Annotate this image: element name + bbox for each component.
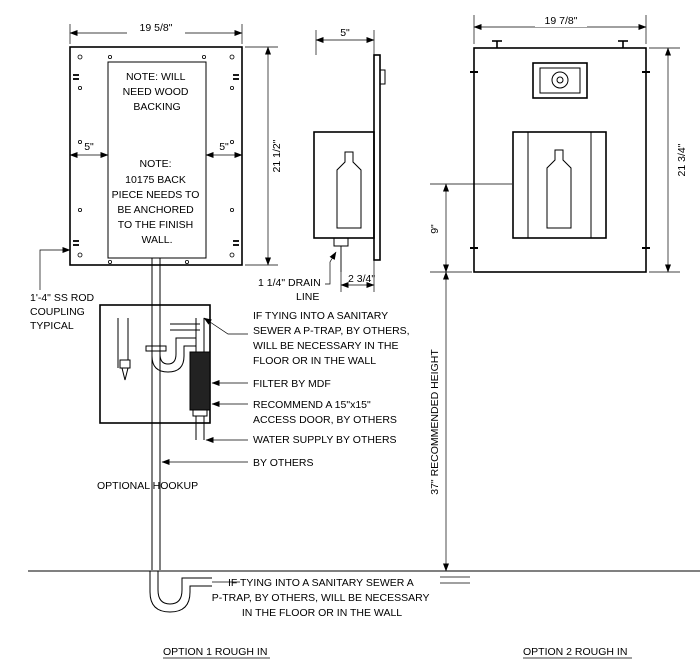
option2-height-dimension: 21 3/4": [676, 143, 688, 176]
optional-hookup-label: OPTIONAL HOOKUP: [97, 480, 198, 492]
back-piece: [107, 61, 207, 259]
by-others-callout: BY OTHERS: [253, 457, 314, 469]
filter-callout: FILTER BY MDF: [253, 378, 331, 390]
side-bottle-icon: [336, 151, 362, 229]
rod-coupling-callout: 1'-4" SS ROD COUPLING TYPICAL: [30, 247, 97, 332]
bubbler-housing: [532, 62, 588, 99]
floor-section: IF TYING INTO A SANITARY SEWER A P-TRAP,…: [28, 570, 700, 619]
drain-line-callout: 1 1/4" DRAIN LINE: [258, 277, 324, 303]
side-depth-dimension: 5": [340, 27, 350, 39]
side-enclosure: [313, 131, 375, 239]
recommended-height-dimension: 37" RECOMMENDED HEIGHT: [429, 349, 441, 495]
optional-hookup: IF TYING INTO A SANITARY SEWER A P-TRAP,…: [97, 258, 413, 570]
front-view: 19 5/8" 5" 5" NOTE: WILL NEED WOOD BACKI…: [69, 21, 283, 266]
access-door-callout: RECOMMEND A 15"x15" ACCESS DOOR, BY OTHE…: [253, 399, 397, 426]
ptrap-lower-callout: IF TYING INTO A SANITARY SEWER A P-TRAP,…: [212, 577, 433, 619]
svg-text:1'-4" SS ROD COUPLING: 1'-4" SS ROD COUPLING TYPICAL: [30, 292, 97, 332]
filter-cartridge: [189, 351, 211, 411]
side-wall-plate: [373, 54, 381, 261]
water-supply-callout: WATER SUPPLY BY OTHERS: [253, 434, 397, 446]
left-inset-dimension: 5": [84, 141, 94, 153]
option2-title: OPTION 2 ROUGH IN: [523, 646, 627, 658]
note-anchor-backpiece: NOTE: 10175 BACK PIECE NEEDS TO BE ANCHO…: [112, 158, 203, 246]
ptrap-upper-callout: IF TYING INTO A SANITARY SEWER A P-TRAP,…: [253, 310, 413, 367]
mounting-brackets: [73, 74, 239, 246]
note-wood-backing: NOTE: WILL NEED WOOD BACKING: [123, 71, 192, 113]
screw-holes: [77, 54, 235, 264]
option1-title: OPTION 1 ROUGH IN: [163, 646, 267, 658]
option2-plate: [473, 47, 647, 273]
option2-nine-dimension: 9": [429, 224, 441, 234]
option2-enclosure: [512, 131, 607, 239]
right-inset-dimension: 5": [219, 141, 229, 153]
front-height-dimension: 21 1/2": [271, 139, 283, 172]
drain-offset-dimension: 2 3/4": [348, 273, 375, 285]
option2-view: 19 7/8" 9" 21 3/4" 37" RECOMMENDED: [429, 15, 688, 572]
front-width-dimension: 19 5/8": [140, 22, 173, 34]
option2-width-dimension: 19 7/8": [545, 15, 578, 27]
side-view: 5" 2 3/4" 1 1/4" DRAIN LINE: [258, 27, 386, 303]
option2-bottle-icon: [546, 149, 572, 229]
